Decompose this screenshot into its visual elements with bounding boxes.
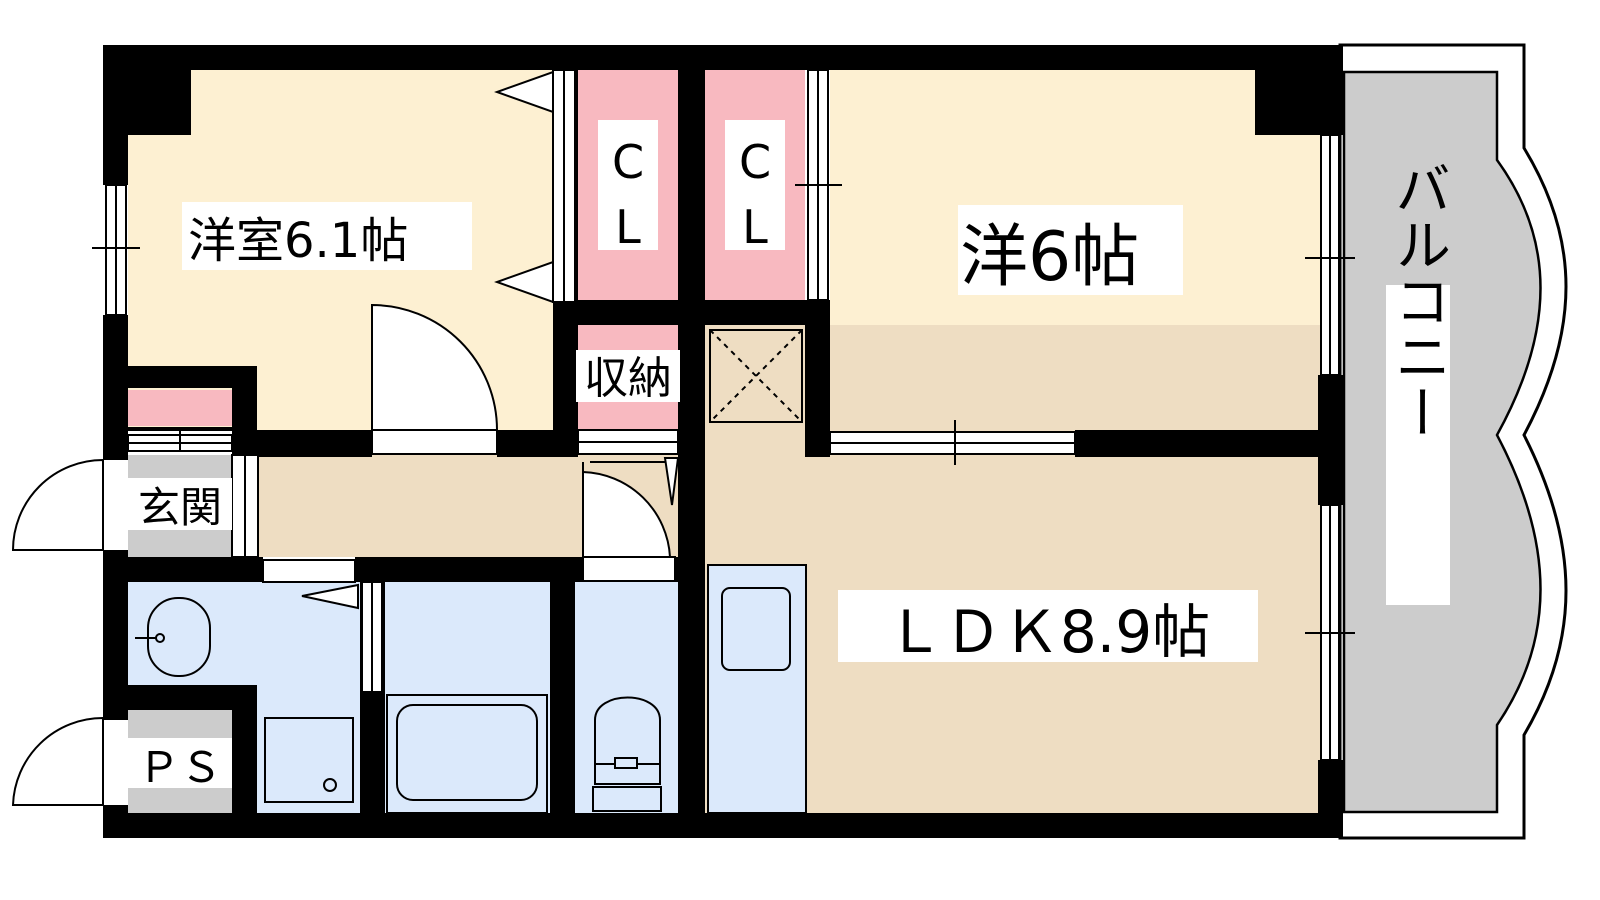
toilet-bowl <box>594 696 661 765</box>
windows <box>92 134 1355 761</box>
closet-1-label-c: C <box>612 135 644 189</box>
balcony-label: バルコニー <box>1386 160 1451 440</box>
toilet-door <box>582 470 672 558</box>
balcony <box>1338 43 1568 840</box>
bathtub-inner <box>396 704 538 801</box>
storage-label: 収納 <box>584 353 672 404</box>
closet-door-hinges <box>301 70 554 610</box>
swing-doors <box>11 303 680 806</box>
sink-basin <box>721 587 791 671</box>
entrance-label: 玄関 <box>138 483 222 532</box>
closet-1-label-l: L <box>615 200 641 254</box>
fixtures <box>135 329 803 814</box>
sliding-doors <box>361 69 1076 693</box>
western-room-2-label: 洋6帖 <box>960 218 1139 297</box>
shoe-cabinet-floor <box>128 390 232 426</box>
room1-door <box>371 303 499 431</box>
ps-door <box>11 716 104 806</box>
walls <box>103 45 1343 838</box>
toilet-tank <box>592 786 662 812</box>
ldk-label: ＬＤＫ8.9帖 <box>886 598 1210 666</box>
western-room-1-label: 洋室6.1帖 <box>188 213 408 269</box>
pipe-space-label: ＰＳ <box>138 743 222 792</box>
entrance-door <box>11 458 104 551</box>
washing-machine-pan <box>264 717 354 803</box>
closet-2-label-c: C <box>739 135 771 189</box>
closet-2-label-l: L <box>742 200 768 254</box>
labels: 洋室6.1帖 洋6帖 C L C L 収納 玄関 ＰＳ ＬＤＫ8.9帖 バルコニ… <box>128 120 1451 792</box>
